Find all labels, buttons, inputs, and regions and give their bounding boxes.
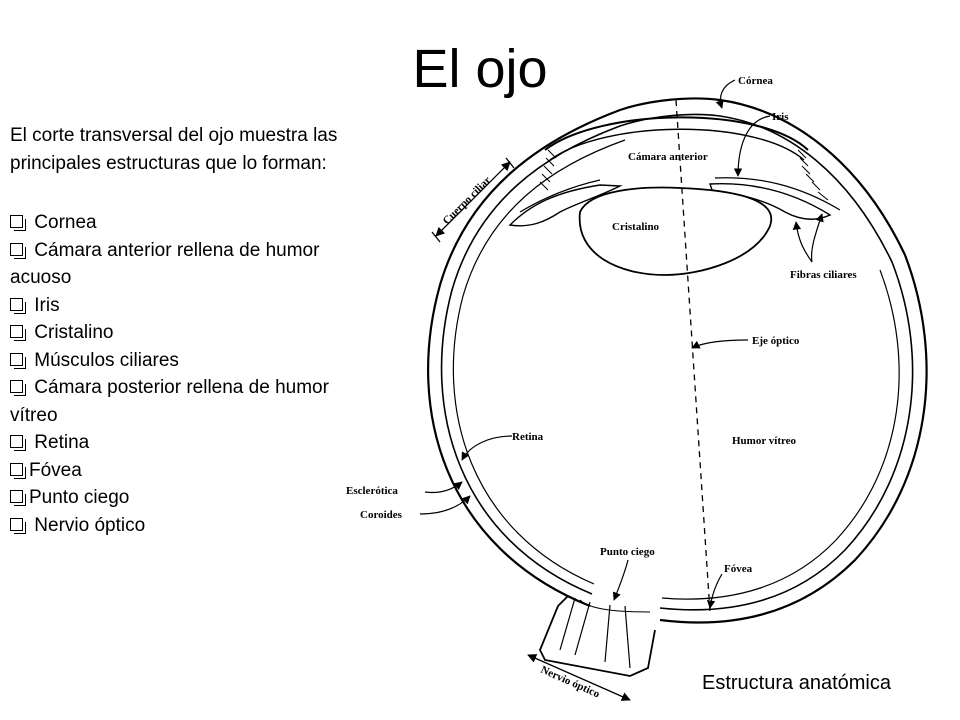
choroid-outline — [440, 113, 914, 611]
bullet-item: Cámara posterior rellena de humor vítreo — [10, 377, 329, 426]
slide-title: El ojo — [412, 39, 548, 99]
label-ciliary-fibers: Fibras ciliares — [790, 269, 857, 281]
label-lens: Cristalino — [612, 221, 660, 233]
checkbox-bullet-icon — [10, 352, 26, 369]
checkbox-bullet-icon — [10, 242, 26, 259]
iris-left — [508, 184, 623, 227]
checkbox-bullet-icon — [10, 490, 26, 506]
ciliary-hatching-left — [539, 149, 557, 191]
checkbox-bullet-icon — [10, 435, 26, 451]
ciliary-body-bracket — [435, 161, 511, 237]
label-sclera: Esclerótica — [346, 485, 398, 497]
label-cornea: Córnea — [738, 75, 773, 87]
bullet-item: Cristalino — [10, 319, 340, 347]
label-vitreous-humor: Humor vítreo — [732, 435, 797, 447]
retina-outline — [452, 139, 626, 585]
checkbox-bullet-icon — [10, 517, 26, 534]
checkbox-bullet-icon — [10, 380, 26, 396]
checkbox-bullet-icon — [10, 297, 26, 314]
sclera-outline — [427, 97, 928, 624]
bullet-item: Fóvea — [10, 457, 340, 485]
cornea-outline — [544, 116, 809, 151]
label-iris: Iris — [772, 111, 789, 123]
label-choroid: Coroides — [360, 509, 403, 521]
intro-text: El corte transversal del ojo muestra las… — [10, 125, 338, 174]
diagram-caption: Estructura anatómica — [702, 672, 891, 694]
bullet-item: Iris — [10, 292, 340, 320]
label-blind-spot: Punto ciego — [600, 546, 655, 558]
bullet-item: Cornea — [10, 209, 340, 237]
bullet-item: Cámara anterior rellena de humor acuoso — [10, 239, 320, 288]
checkbox-bullet-icon — [10, 462, 26, 479]
optic-axis-line — [675, 99, 711, 613]
bullet-list: Cornea Cámara anterior rellena de humor … — [10, 209, 340, 539]
bullet-item: Punto ciego — [10, 484, 340, 512]
label-retina: Retina — [512, 431, 544, 443]
bullet-item: Retina — [10, 429, 340, 457]
checkbox-bullet-icon — [10, 325, 26, 341]
label-fovea: Fóvea — [724, 563, 753, 575]
bullet-item: Nervio óptico — [10, 512, 340, 540]
eye-cross-section-diagram: Córnea Iris Cámara anterior Cristalino C… — [346, 75, 928, 701]
ciliary-hatching-right — [797, 149, 829, 201]
lens-outline — [578, 186, 773, 276]
bullet-item: Músculos ciliares — [10, 347, 340, 375]
label-anterior-chamber: Cámara anterior — [628, 151, 708, 163]
checkbox-bullet-icon — [10, 215, 26, 231]
label-optic-axis: Eje óptico — [752, 335, 800, 347]
optic-nerve-bracket — [527, 654, 631, 701]
